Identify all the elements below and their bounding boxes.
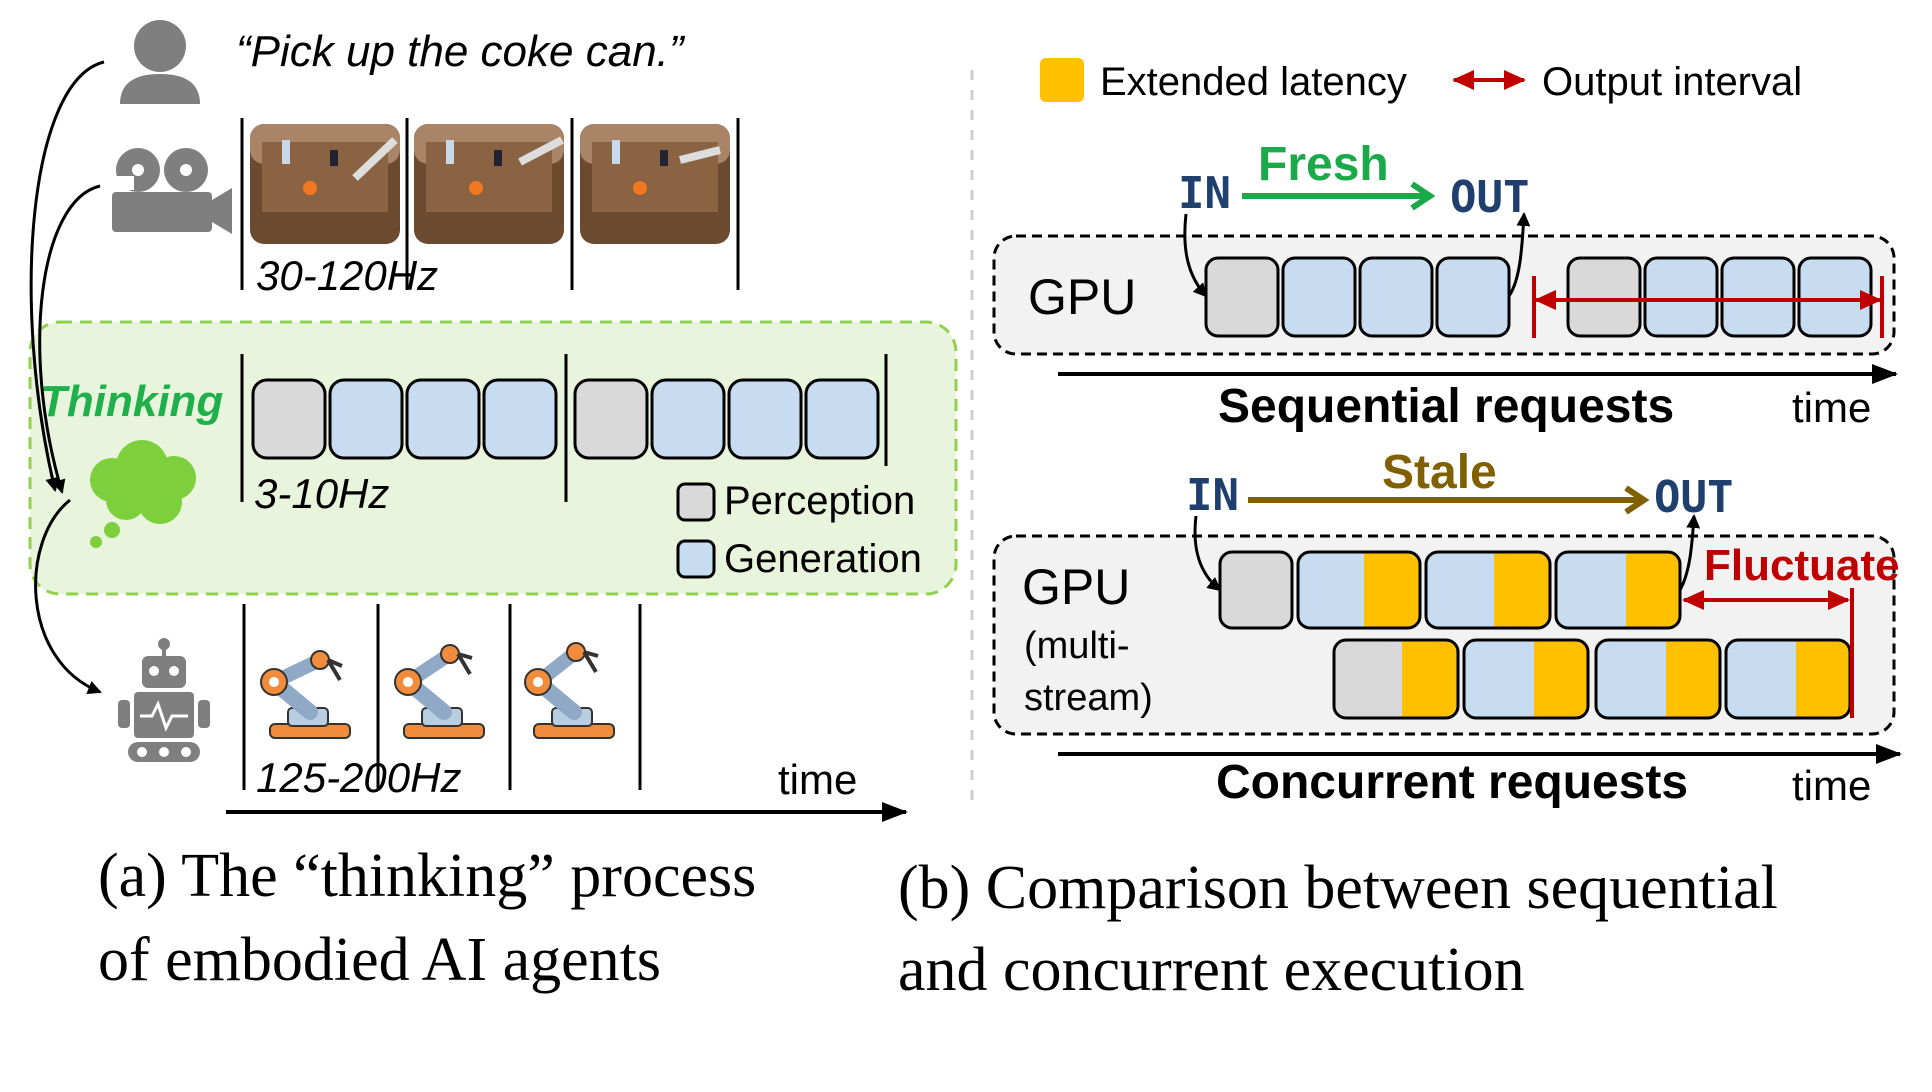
panel-a: “Pick up the coke can.” (28, 20, 958, 994)
legend-generation-label: Generation (724, 537, 922, 581)
seq-generation-block (1720, 256, 1796, 338)
camera-frames (240, 118, 740, 290)
perception-block (573, 378, 649, 460)
flow-arrow-camera (38, 184, 101, 494)
camera-frame (414, 124, 564, 244)
time-label-con: time (1792, 762, 1871, 809)
seq-perception-block (1204, 256, 1280, 338)
robot-rate: 125-200Hz (256, 754, 461, 801)
generation-block (804, 378, 880, 460)
caption-b-line2: and concurrent execution (898, 936, 1525, 1004)
con-generation-block (1462, 638, 1590, 720)
camera-rate: 30-120Hz (256, 252, 438, 299)
panel-b: Extended latency Output interval IN Fres… (898, 58, 1902, 1004)
seq-in-arrow (1183, 213, 1208, 298)
camera-frame (580, 124, 730, 244)
legend-interval-label: Output interval (1542, 60, 1802, 104)
legend-extended-label: Extended latency (1100, 60, 1407, 104)
camera-frame (250, 124, 400, 244)
time-label-seq: time (1792, 384, 1871, 431)
con-in-label: IN (1186, 470, 1239, 521)
con-generation-block (1424, 550, 1552, 630)
stream-2 (1332, 638, 1852, 720)
seq-out-label: OUT (1450, 172, 1529, 223)
seq-generation-block (1435, 256, 1511, 338)
camera-icon (112, 148, 232, 234)
legend-extended-swatch (1040, 58, 1084, 102)
stream-1 (1218, 550, 1682, 630)
caption-b-line1: (b) Comparison between sequential (898, 854, 1778, 922)
flow-arrow-user (29, 60, 105, 492)
fluctuate-label: Fluctuate (1704, 541, 1900, 590)
con-generation-block (1724, 638, 1852, 720)
robot-icon (118, 638, 210, 762)
legend-perception-swatch (676, 482, 716, 522)
con-gpu-sub1: (multi- (1024, 625, 1130, 667)
con-in-arrow (1193, 515, 1222, 592)
caption-a-line2: of embodied AI agents (98, 926, 661, 994)
seq-out-arrow (1507, 212, 1531, 297)
con-out-label: OUT (1654, 472, 1733, 523)
concurrent-section: IN Stale OUT GPU (multi- stream) (992, 446, 1902, 809)
seq-perception-block (1566, 256, 1642, 338)
seq-gpu-label: GPU (1028, 269, 1136, 325)
generation-block (482, 378, 558, 460)
generation-block (727, 378, 803, 460)
con-perception-block (1218, 550, 1294, 630)
perception-block (251, 378, 327, 460)
con-gpu-label: GPU (1022, 559, 1130, 615)
seq-generation-block (1643, 256, 1719, 338)
flow-arrows (29, 60, 105, 695)
generation-block (328, 378, 404, 460)
generation-block (650, 378, 726, 460)
thinking-label: Thinking (40, 377, 223, 426)
robot-arm-icon (394, 644, 485, 739)
con-generation-block (1296, 550, 1422, 630)
legend-perception-label: Perception (724, 479, 915, 523)
caption-a-line1: (a) The “thinking” process (98, 842, 756, 910)
con-perception-block (1332, 638, 1460, 720)
robot-arm-icon (260, 650, 351, 739)
task-quote: “Pick up the coke can.” (236, 27, 686, 76)
seq-generation-block (1281, 256, 1357, 338)
legend-generation-swatch (676, 539, 716, 579)
con-generation-block (1594, 638, 1722, 720)
thought-cloud-icon (90, 440, 196, 548)
generation-block (405, 378, 481, 460)
con-out-arrow (1678, 514, 1701, 591)
seq-in-label: IN (1178, 168, 1231, 219)
seq-generation-block (1797, 256, 1873, 338)
robot-arm-icon (524, 642, 615, 739)
thinking-blocks (251, 378, 880, 460)
con-title: Concurrent requests (1216, 756, 1688, 809)
thinking-rate: 3-10Hz (254, 470, 389, 517)
sequential-section: IN Fresh OUT GPU Sequential r (992, 138, 1898, 433)
time-label-a: time (778, 756, 857, 803)
fresh-label: Fresh (1258, 138, 1389, 191)
person-icon (120, 20, 200, 104)
con-gpu-sub2: stream) (1024, 677, 1153, 719)
seq-generation-block (1358, 256, 1434, 338)
seq-title: Sequential requests (1218, 380, 1674, 433)
flow-arrow-action (34, 498, 102, 695)
con-generation-block (1554, 550, 1682, 630)
stale-label: Stale (1382, 446, 1497, 499)
